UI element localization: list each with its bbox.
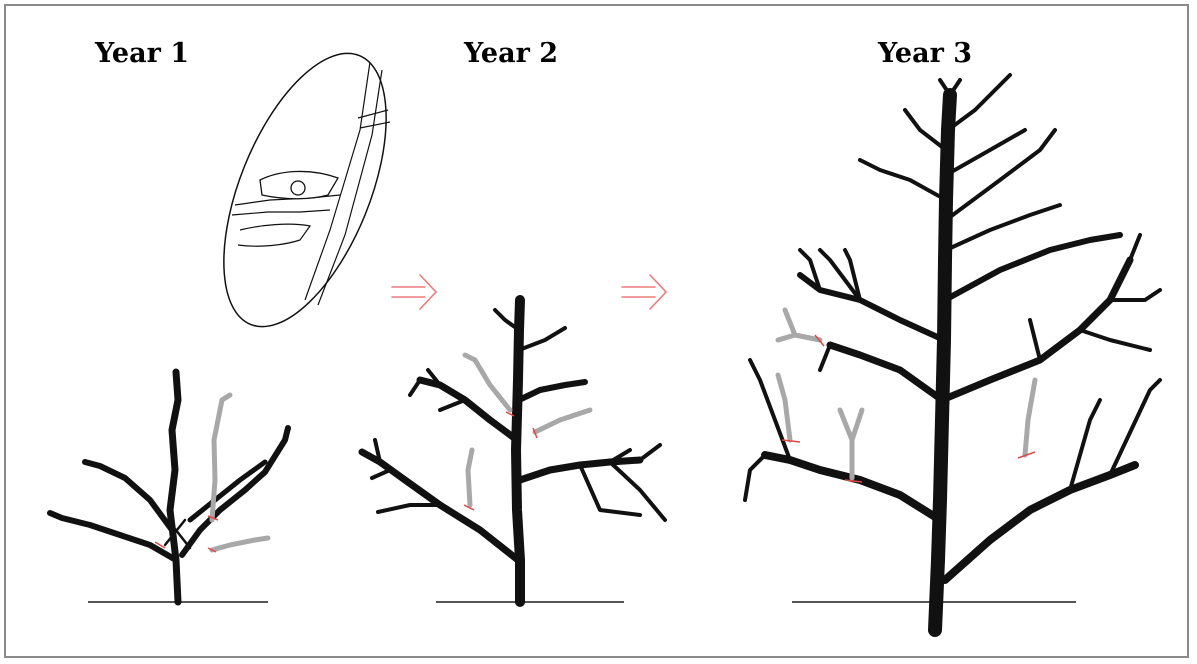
scaffold-branch bbox=[420, 380, 517, 440]
scaffold-branch bbox=[800, 275, 944, 340]
removed-branch bbox=[778, 310, 820, 340]
removed-branch bbox=[1025, 380, 1035, 455]
removed-branch bbox=[212, 538, 268, 550]
year-1-tree bbox=[50, 372, 288, 602]
removed-branch bbox=[468, 450, 472, 505]
arrow-right-icon bbox=[392, 275, 436, 309]
year-3-tree bbox=[745, 75, 1160, 630]
cut-mark bbox=[782, 335, 1035, 482]
year-2-tree bbox=[362, 300, 665, 602]
right-branch bbox=[182, 428, 288, 555]
removed-branch bbox=[840, 410, 862, 478]
scaffold-branch bbox=[830, 345, 942, 400]
left-branch bbox=[50, 513, 176, 560]
arrow-right-icon bbox=[622, 275, 666, 309]
scaffold-branch bbox=[945, 235, 1120, 300]
removed-branch bbox=[535, 410, 590, 432]
scaffold-branch bbox=[519, 382, 585, 400]
mid-right-branch bbox=[190, 462, 265, 520]
upper-left-branch bbox=[85, 462, 172, 530]
scaffold-branch bbox=[945, 465, 1135, 580]
pruning-shears-detail bbox=[190, 31, 419, 349]
